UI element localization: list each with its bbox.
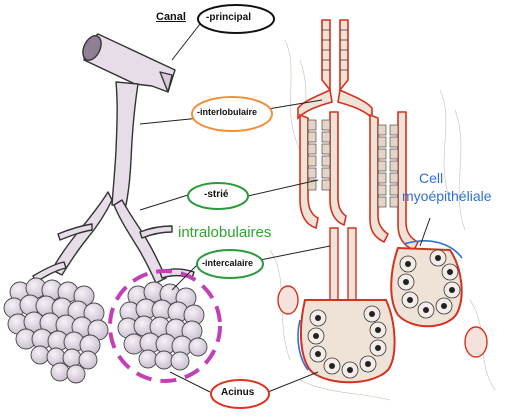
canal-label: Canal (156, 11, 186, 23)
acinus-label: Acinus (221, 387, 254, 398)
acini-cluster-left (4, 278, 108, 383)
acini-cluster-right (118, 282, 207, 370)
intralobulaires-label: intralobulaires (178, 224, 271, 241)
intercalaire-label: -intercalaire (202, 258, 253, 268)
duct-tree (33, 33, 194, 283)
interlobular-duct (112, 82, 138, 205)
cell-label: Cell (419, 170, 443, 186)
principal-label: -principal (206, 12, 251, 23)
myoepitheliale-label: myoépithéliale (402, 188, 492, 204)
interlobulaire-label: -interlobulaire (197, 107, 257, 117)
strie-label: -strié (204, 189, 228, 200)
